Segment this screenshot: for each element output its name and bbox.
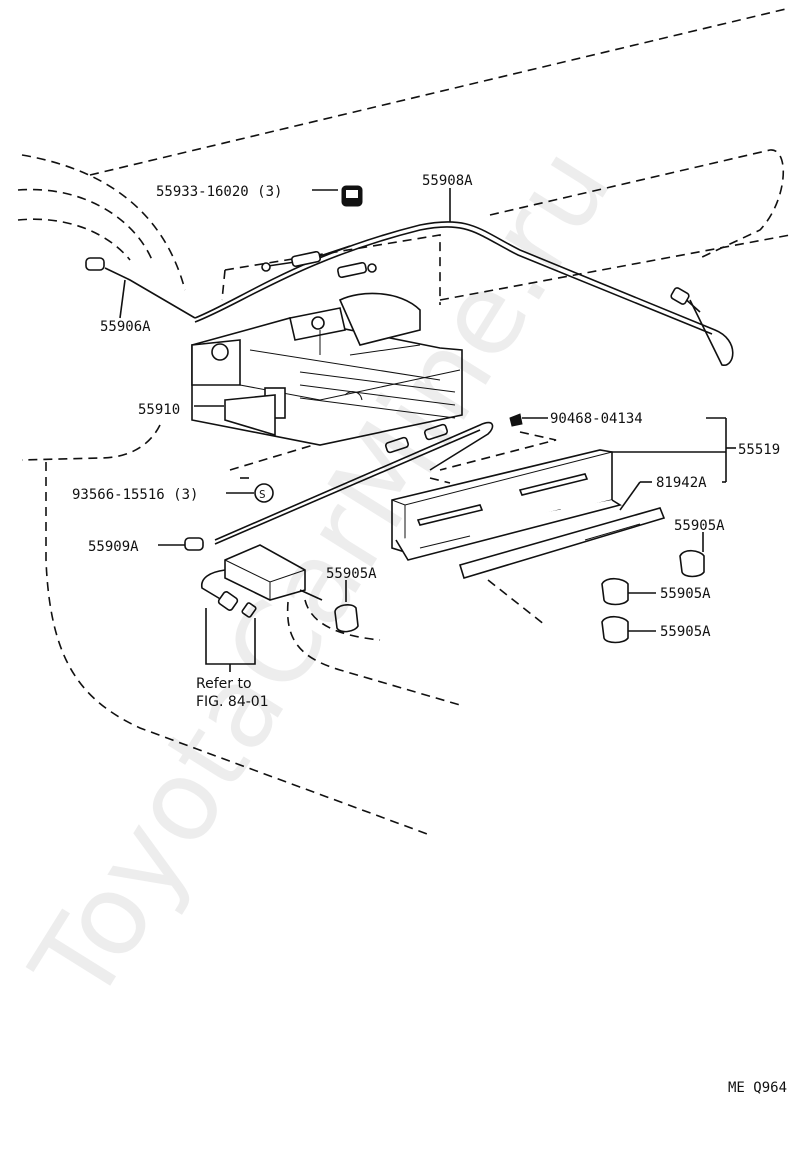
label-55909a: 55909A <box>88 539 139 555</box>
label-93566-15516: 93566-15516 (3) <box>72 487 198 503</box>
knob-55905a-b <box>679 532 705 578</box>
label-55933-16020: 55933-16020 (3) <box>156 184 282 200</box>
label-55908a: 55908A <box>422 173 473 189</box>
cable-segment-upper <box>261 245 377 279</box>
clip-55933 <box>312 185 363 207</box>
label-55906a: 55906A <box>100 319 151 335</box>
label-55905a-3: 55905A <box>660 586 711 602</box>
label-refer-to: Refer to <box>196 676 252 692</box>
label-55905a-2: 55905A <box>326 566 377 582</box>
leader-55519 <box>610 417 736 483</box>
panel-55519 <box>391 449 623 561</box>
label-81942a: 81942A <box>656 475 707 491</box>
label-55905a-1: 55905A <box>674 518 725 534</box>
plate-81942a <box>458 481 666 579</box>
knob-55905a-a <box>334 580 359 633</box>
main-unit-55910 <box>191 292 463 446</box>
label-fig-84-01: FIG. 84-01 <box>196 694 269 710</box>
refer-bracket <box>205 608 256 672</box>
body-outline <box>17 7 791 836</box>
label-footer-code: ME Q964 <box>728 1080 787 1096</box>
screw-93566 <box>226 483 274 503</box>
label-90468-04134: 90468-04134 <box>550 411 643 427</box>
label-55910: 55910 <box>138 402 180 418</box>
knob-55905a-d <box>601 615 656 644</box>
label-55519: 55519 <box>738 442 780 458</box>
switch-module <box>201 544 323 618</box>
label-screw-mark: S <box>259 488 266 501</box>
label-55905a-4: 55905A <box>660 624 711 640</box>
knob-55905a-c <box>601 577 656 606</box>
cable-55908a <box>85 221 734 366</box>
leaders <box>119 188 451 319</box>
bolt-90468 <box>509 413 548 427</box>
cable-55909a <box>158 421 494 551</box>
